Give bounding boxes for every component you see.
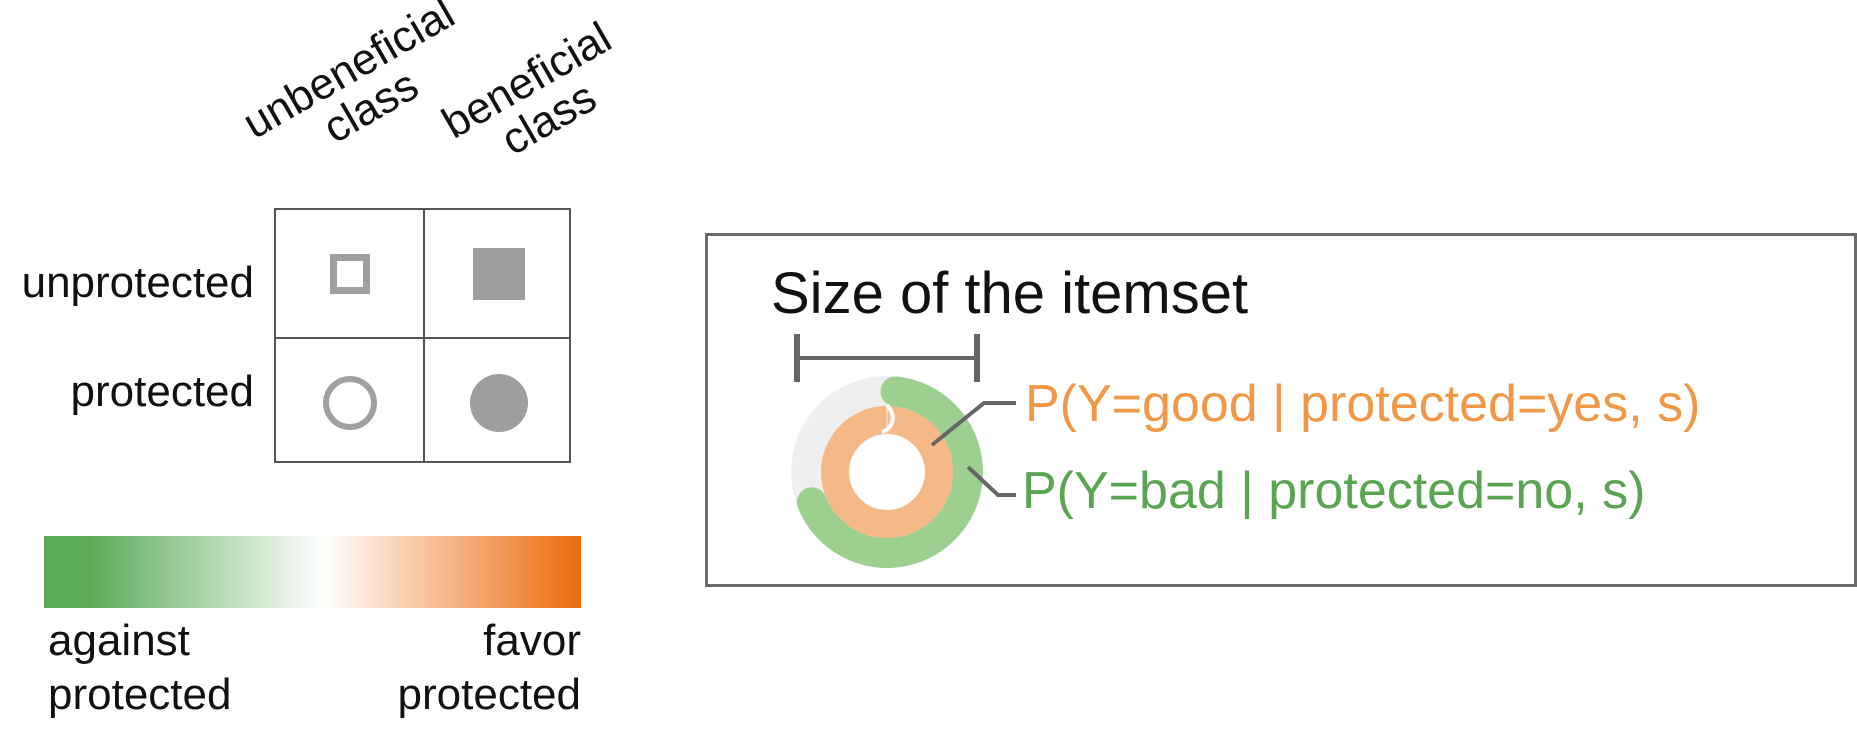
scale-label-line: protected <box>48 670 232 719</box>
circle-hollow-icon <box>322 375 377 430</box>
cell-unprotected-unbeneficial <box>276 210 423 337</box>
square-hollow-icon <box>329 253 370 294</box>
scale-label-line: favor <box>483 616 581 665</box>
cell-protected-beneficial <box>425 339 572 466</box>
grid-divider <box>276 337 569 339</box>
color-gradient-bar <box>44 536 581 608</box>
outer-ring-leader-line <box>966 465 1016 497</box>
scale-label-line: protected <box>397 670 581 719</box>
inner-ring-leader-line <box>930 401 1016 447</box>
outer-ring-arc <box>796 376 983 568</box>
inner-ring-arc <box>821 406 953 538</box>
inner-ring-notch <box>881 403 895 434</box>
scale-label-line: against <box>48 616 190 665</box>
size-bracket-icon <box>794 334 980 382</box>
scale-label-against: against protected <box>48 614 231 722</box>
row-label-protected: protected <box>70 367 254 416</box>
grid-divider <box>423 210 425 461</box>
outer-ring-label: P(Y=bad | protected=no, s) <box>1022 462 1646 520</box>
cell-unprotected-beneficial <box>425 210 572 337</box>
circle-filled-icon <box>469 373 528 432</box>
inner-ring-label: P(Y=good | protected=yes, s) <box>1025 375 1701 433</box>
row-label-unprotected: unprotected <box>21 258 254 307</box>
size-of-itemset-title: Size of the itemset <box>771 261 1249 326</box>
legend-matrix-grid <box>274 208 571 463</box>
square-filled-icon <box>472 247 525 300</box>
cell-protected-unbeneficial <box>276 339 423 466</box>
glyph-legend-box <box>705 233 1857 587</box>
scale-label-favor: favor protected <box>361 614 581 722</box>
